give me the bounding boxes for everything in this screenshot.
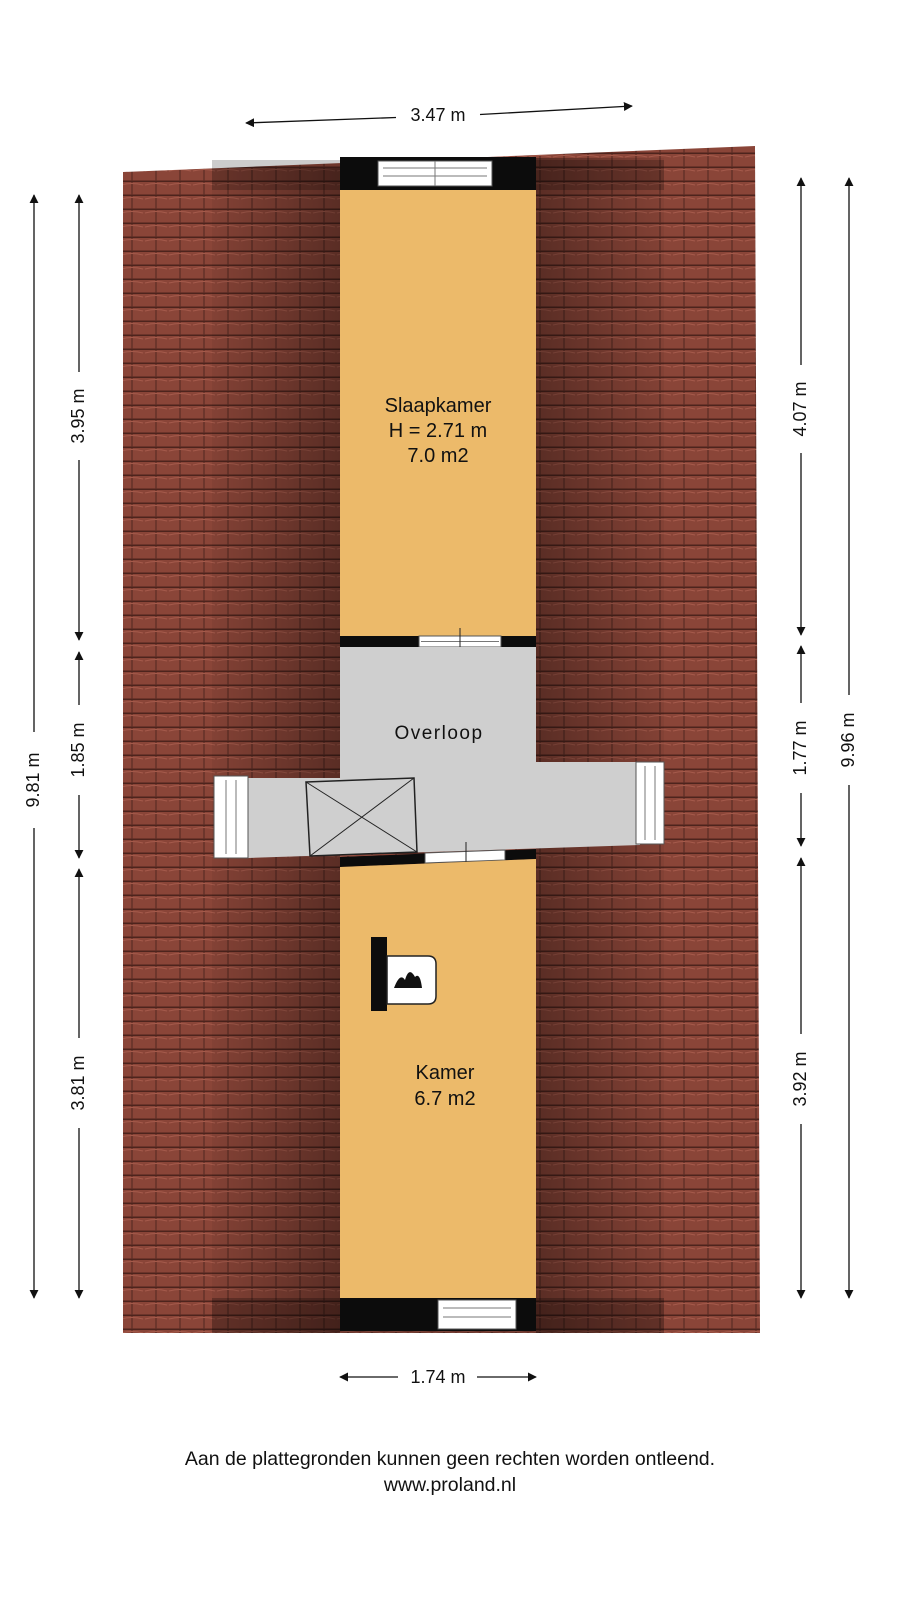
kamer-name: Kamer: [416, 1062, 475, 1084]
dim-right-lower: 3.92 m: [790, 1051, 810, 1106]
fireplace-icon: [371, 937, 437, 1011]
dimension-lines: [29, 101, 854, 1382]
website-link[interactable]: www.proland.nl: [383, 1474, 517, 1496]
window-west: [213, 775, 249, 859]
dim-right-upper: 4.07 m: [790, 381, 810, 436]
slaapkamer-area: 7.0 m2: [407, 445, 468, 467]
overloop-name: Overloop: [394, 723, 483, 744]
slaapkamer-height: H = 2.71 m: [389, 420, 487, 442]
kamer-area: 6.7 m2: [414, 1088, 475, 1110]
roof-shadow-right: [536, 158, 664, 1333]
room-slaapkamer: [340, 157, 536, 656]
dim-left-upper: 3.95 m: [68, 388, 88, 443]
roof-shadow-left: [212, 168, 340, 1333]
dim-right-middle: 1.77 m: [790, 720, 810, 775]
window-north: [377, 160, 493, 187]
dim-top-width: 3.47 m: [410, 105, 465, 125]
dim-bottom-width: 1.74 m: [410, 1367, 465, 1387]
slaapkamer-floor: [340, 186, 536, 638]
room-overloop: [213, 647, 665, 872]
dim-left-middle: 1.85 m: [68, 722, 88, 777]
slaapkamer-name: Slaapkamer: [385, 395, 492, 417]
dim-top-line-right: [479, 101, 633, 116]
window-east: [635, 761, 665, 845]
stair-opening: [305, 777, 418, 857]
dim-top-line-left: [245, 116, 397, 128]
footer: Aan de plattegronden kunnen geen rechten…: [0, 1446, 900, 1498]
room-kamer: [340, 859, 536, 1331]
window-south: [437, 1299, 517, 1330]
disclaimer-text: Aan de plattegronden kunnen geen rechten…: [184, 1448, 716, 1470]
dim-left-lower: 3.81 m: [68, 1055, 88, 1110]
door-kamer: [424, 842, 506, 872]
dim-left-total: 9.81 m: [23, 752, 43, 807]
dim-right-total: 9.96 m: [838, 712, 858, 767]
overloop-floor: [248, 647, 640, 858]
